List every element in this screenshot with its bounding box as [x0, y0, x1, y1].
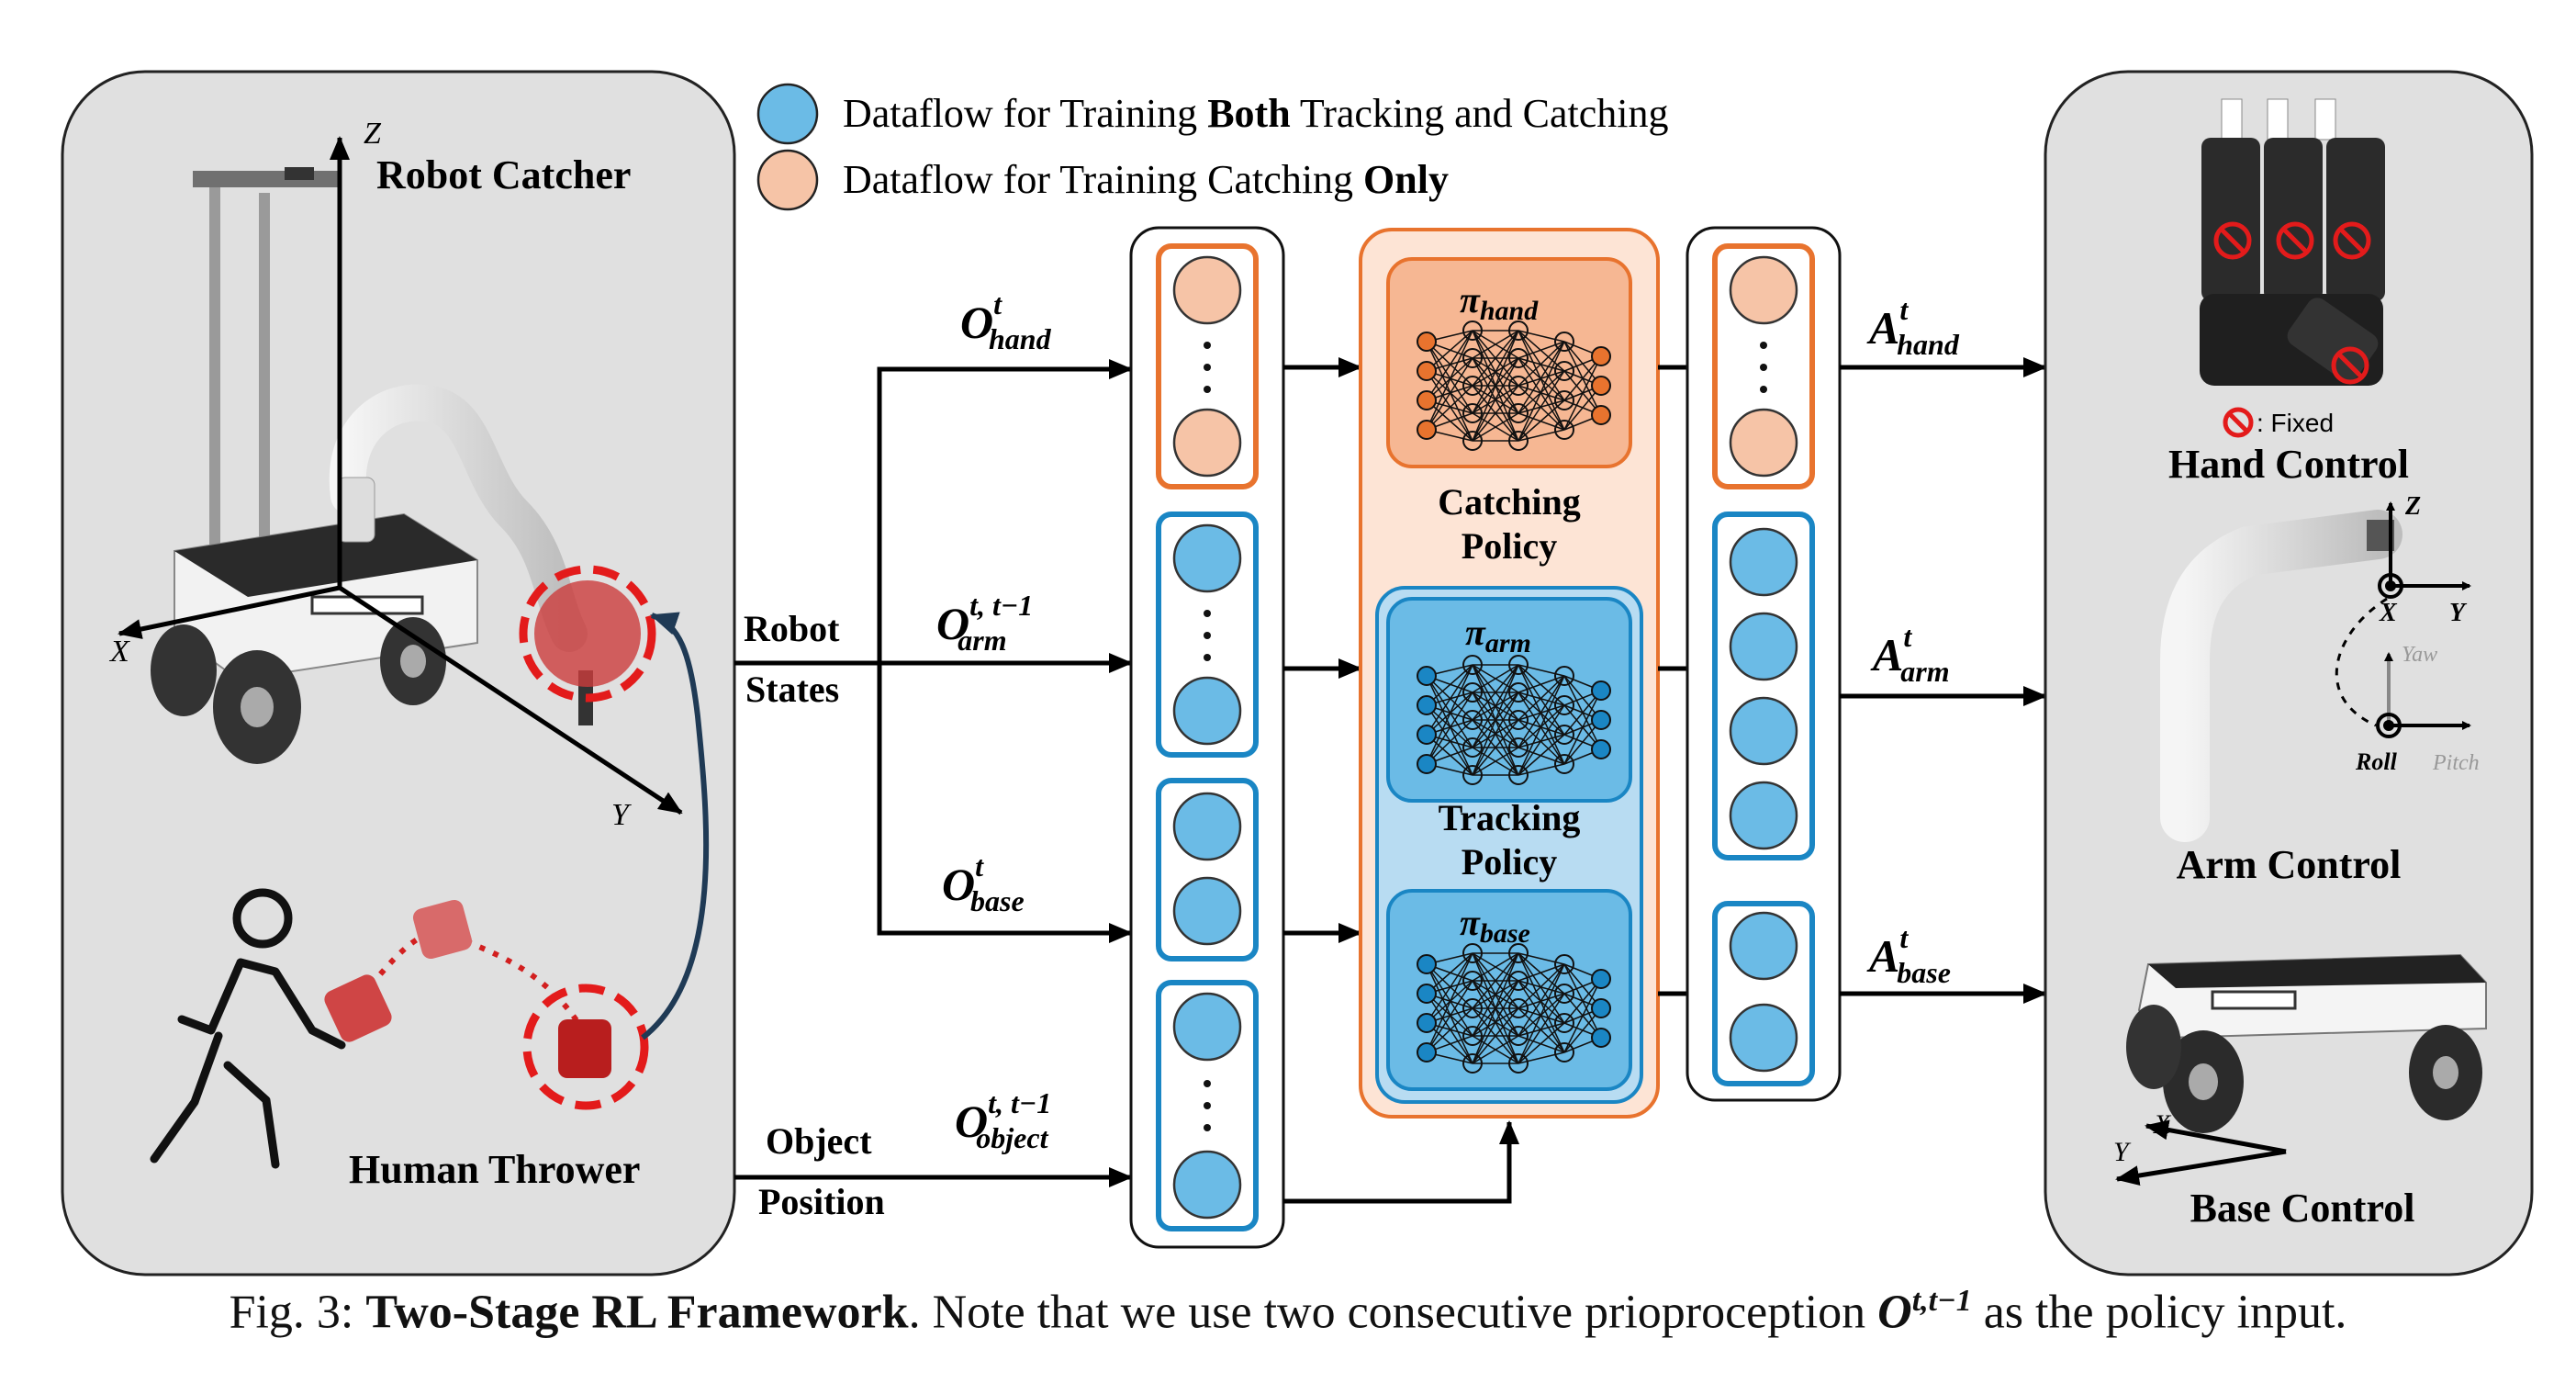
arm-axis-yaw: Yaw: [2402, 643, 2437, 667]
object-position-line2: Position: [758, 1181, 885, 1222]
arm-axis-pitch: Pitch: [2432, 751, 2480, 775]
input-connectors: [734, 359, 1133, 1187]
pi-hand-label: πhand: [1460, 279, 1539, 326]
robot-states-line1: Robot: [744, 608, 840, 649]
base-axes: [2115, 1119, 2287, 1186]
framework-diagram: Z X Y Robot Catcher Human Thrower Datafl…: [61, 70, 2534, 1276]
ball-2: [412, 899, 473, 960]
tracking-policy-line2: Policy: [1462, 841, 1557, 883]
pi-arm-box: [1386, 597, 1632, 803]
pi-hand-box: [1386, 257, 1632, 468]
ball-highlight-ring: [522, 984, 649, 1110]
object-position-line1: Object: [766, 1120, 872, 1162]
legend-both-swatch: [756, 83, 819, 145]
legend-catching-label: Dataflow for Training Catching Only: [843, 157, 1449, 202]
catching-policy-line2: Policy: [1462, 525, 1557, 567]
mobile-base-image: [2126, 953, 2487, 1133]
feedback-arrow: [641, 612, 710, 1040]
arm-axes: [2335, 501, 2471, 738]
robot-axis-y-label: Y: [611, 798, 632, 832]
arm-axis-roll: Roll: [2355, 748, 2398, 775]
legend-both-label: Dataflow for Training Both Tracking and …: [843, 91, 1669, 136]
legend-catching-swatch: [756, 149, 819, 211]
hand-control-label: Hand Control: [2168, 442, 2409, 487]
catch-point: [534, 580, 641, 687]
pi-base-label: πbase: [1460, 902, 1530, 949]
policy-output-connectors: [1658, 365, 1687, 996]
fixed-label: : Fixed: [2257, 409, 2334, 437]
dexterous-hand-image: [2200, 98, 2385, 386]
arm-axis-x: X: [2379, 599, 2398, 627]
robot-axis-z-label: Z: [364, 117, 382, 151]
no-sign-icon: [2223, 407, 2254, 438]
policy-input-arrows: [1283, 357, 1519, 1204]
robot-catcher-image: [151, 167, 593, 764]
catching-policy-line1: Catching: [1438, 481, 1581, 523]
figure-caption: Fig. 3: Two-Stage RL Framework. Note tha…: [229, 1284, 2347, 1339]
output-column: [1686, 226, 1842, 1102]
pi-arm-label: πarm: [1465, 612, 1531, 658]
right-panel: : Fixed Hand Control Z X Y Yaw Roll Pitc…: [2044, 70, 2534, 1276]
robot-axes: [118, 136, 683, 815]
human-thrower-label: Human Thrower: [349, 1147, 640, 1192]
base-control-label: Base Control: [2190, 1186, 2415, 1231]
robot-axis-x-label: X: [108, 635, 130, 669]
robot-catcher-label: Robot Catcher: [376, 152, 631, 197]
ball-1: [324, 974, 392, 1042]
base-axis-x: X: [2153, 1109, 2172, 1140]
arm-control-label: Arm Control: [2177, 842, 2402, 887]
nn-arm-icon: [1417, 655, 1611, 785]
nn-base-icon: [1417, 943, 1611, 1074]
left-panel: Z X Y Robot Catcher Human Thrower: [61, 70, 736, 1276]
output-arrows: [1840, 357, 2047, 1004]
robot-states-line2: States: [745, 669, 839, 710]
pi-base-box: [1386, 889, 1632, 1091]
arm-axis-y: Y: [2449, 599, 2468, 627]
policy-block: πhand Catching Policy πarm Tracking Poli…: [1359, 228, 1660, 1119]
human-thrower-icon: [150, 888, 346, 1169]
fixed-legend: : Fixed: [2223, 407, 2334, 438]
tracking-policy-line1: Tracking: [1439, 797, 1581, 838]
nn-hand-icon: [1417, 320, 1611, 451]
ball-3: [558, 1019, 611, 1078]
base-axis-y: Y: [2113, 1137, 2132, 1167]
arm-axis-z: Z: [2404, 492, 2421, 521]
legend: Dataflow for Training Both Tracking and …: [756, 83, 1669, 211]
input-column: [1129, 226, 1285, 1249]
